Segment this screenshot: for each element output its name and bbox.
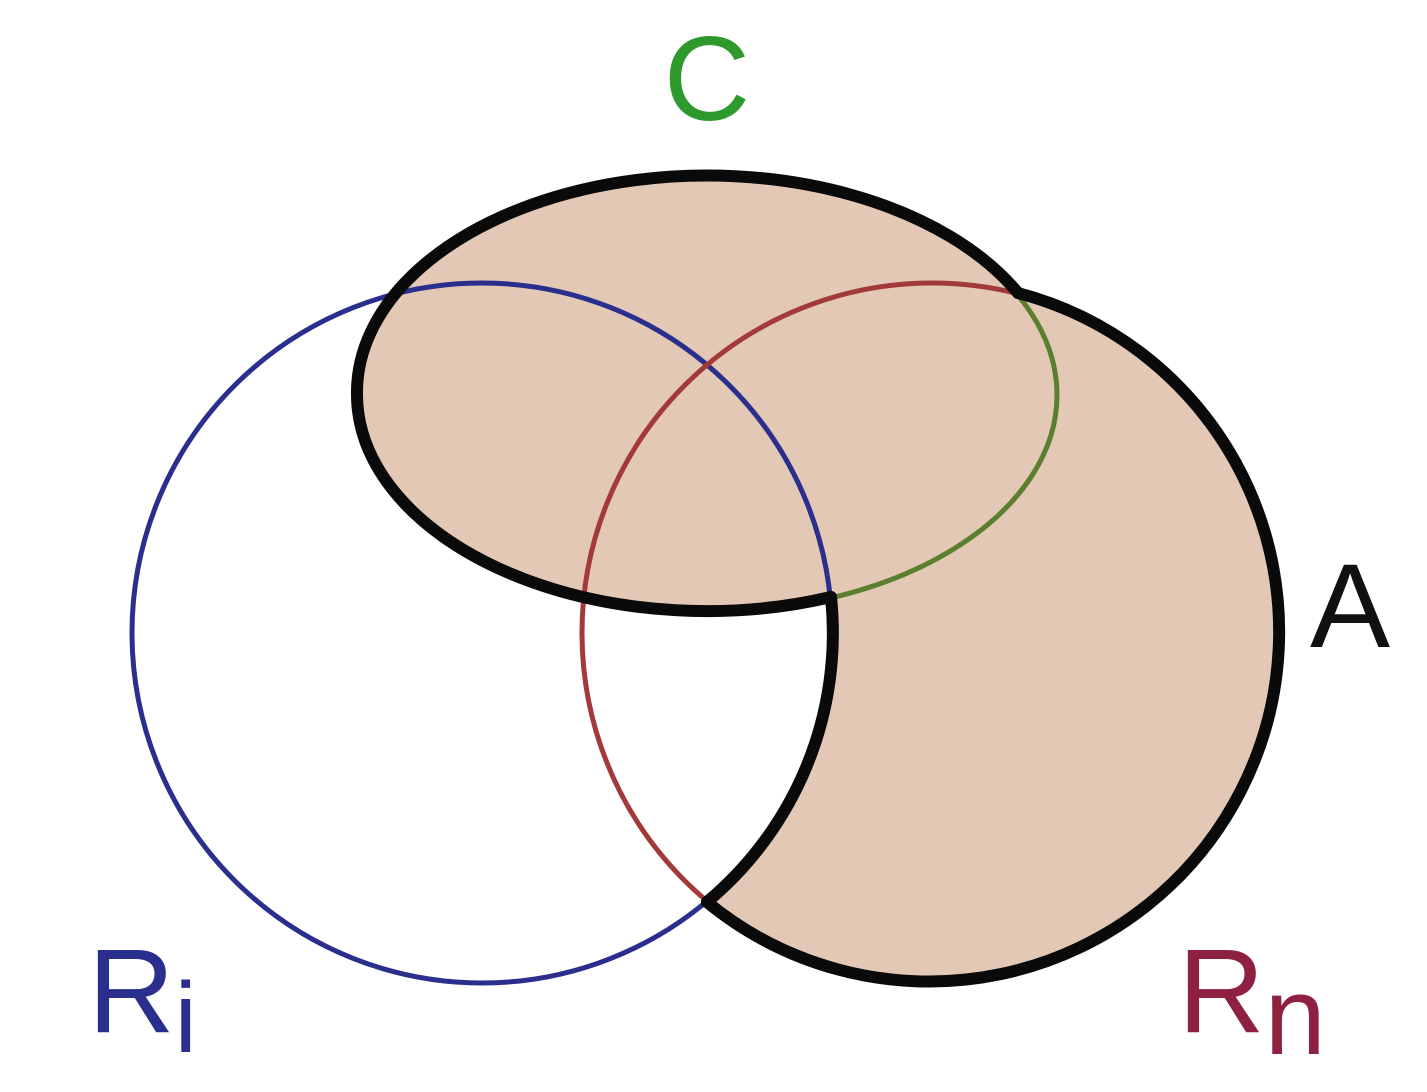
label-ri-main: R (88, 924, 175, 1058)
label-rn-main: R (1178, 924, 1265, 1058)
label-ri-subscript: i (175, 962, 197, 1074)
label-c: C (664, 12, 751, 146)
label-a: A (1310, 539, 1390, 673)
region-a-fill (357, 178, 1282, 983)
region-a-boundary (350, 169, 1286, 988)
label-rn: Rn (1178, 924, 1326, 1078)
label-ri: Ri (88, 924, 197, 1074)
label-rn-subscript: n (1265, 955, 1326, 1078)
